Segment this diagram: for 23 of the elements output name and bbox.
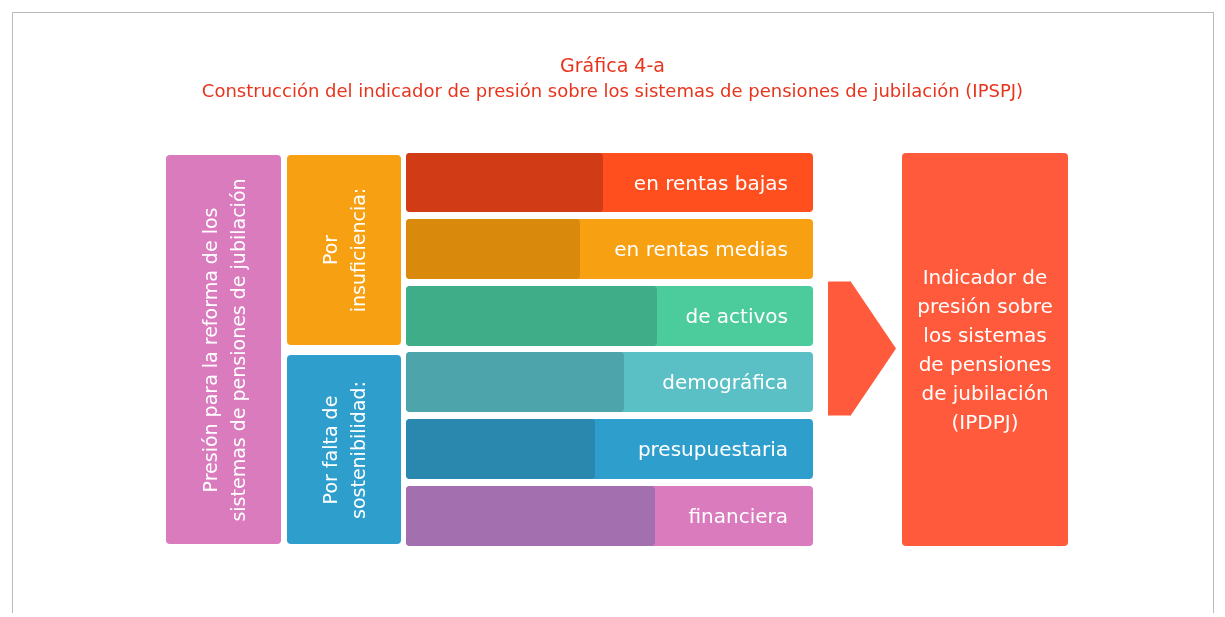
rotated-label: Presión para la reforma de los sistemas de pensiones de jubilación [197, 176, 250, 524]
category-box [166, 155, 281, 544]
rotated-label: Por falta de sostenibilidad: [318, 379, 370, 521]
bar [406, 352, 813, 412]
bar [406, 153, 813, 212]
figure-number: Gráfica 4-a [559, 53, 666, 78]
bar [406, 486, 813, 546]
bar [406, 419, 813, 479]
bar-label: en rentas bajas [633, 170, 788, 195]
indicator-label: Indicador de presión sobre los sistemas de pensiones de jubilación (IPDPJ) [916, 263, 1054, 436]
category-box [287, 155, 401, 345]
block-arrow [828, 280, 896, 417]
chart-title: Construcción del indicador de presión sobre los sistemas de pensiones de jubilación (IPSPJ) [200, 79, 1025, 103]
bar-label: demográfica [662, 370, 788, 394]
bar-label: de activos [685, 304, 788, 328]
bar [406, 286, 813, 346]
indicator-box [902, 153, 1068, 546]
bar [406, 219, 813, 279]
bar-label: financiera [688, 504, 788, 528]
rotated-label: Por insuficiencia: [318, 186, 370, 315]
bar-label: presupuestaria [637, 437, 788, 461]
bar-label: en rentas medias [614, 237, 788, 261]
category-box [287, 355, 401, 544]
